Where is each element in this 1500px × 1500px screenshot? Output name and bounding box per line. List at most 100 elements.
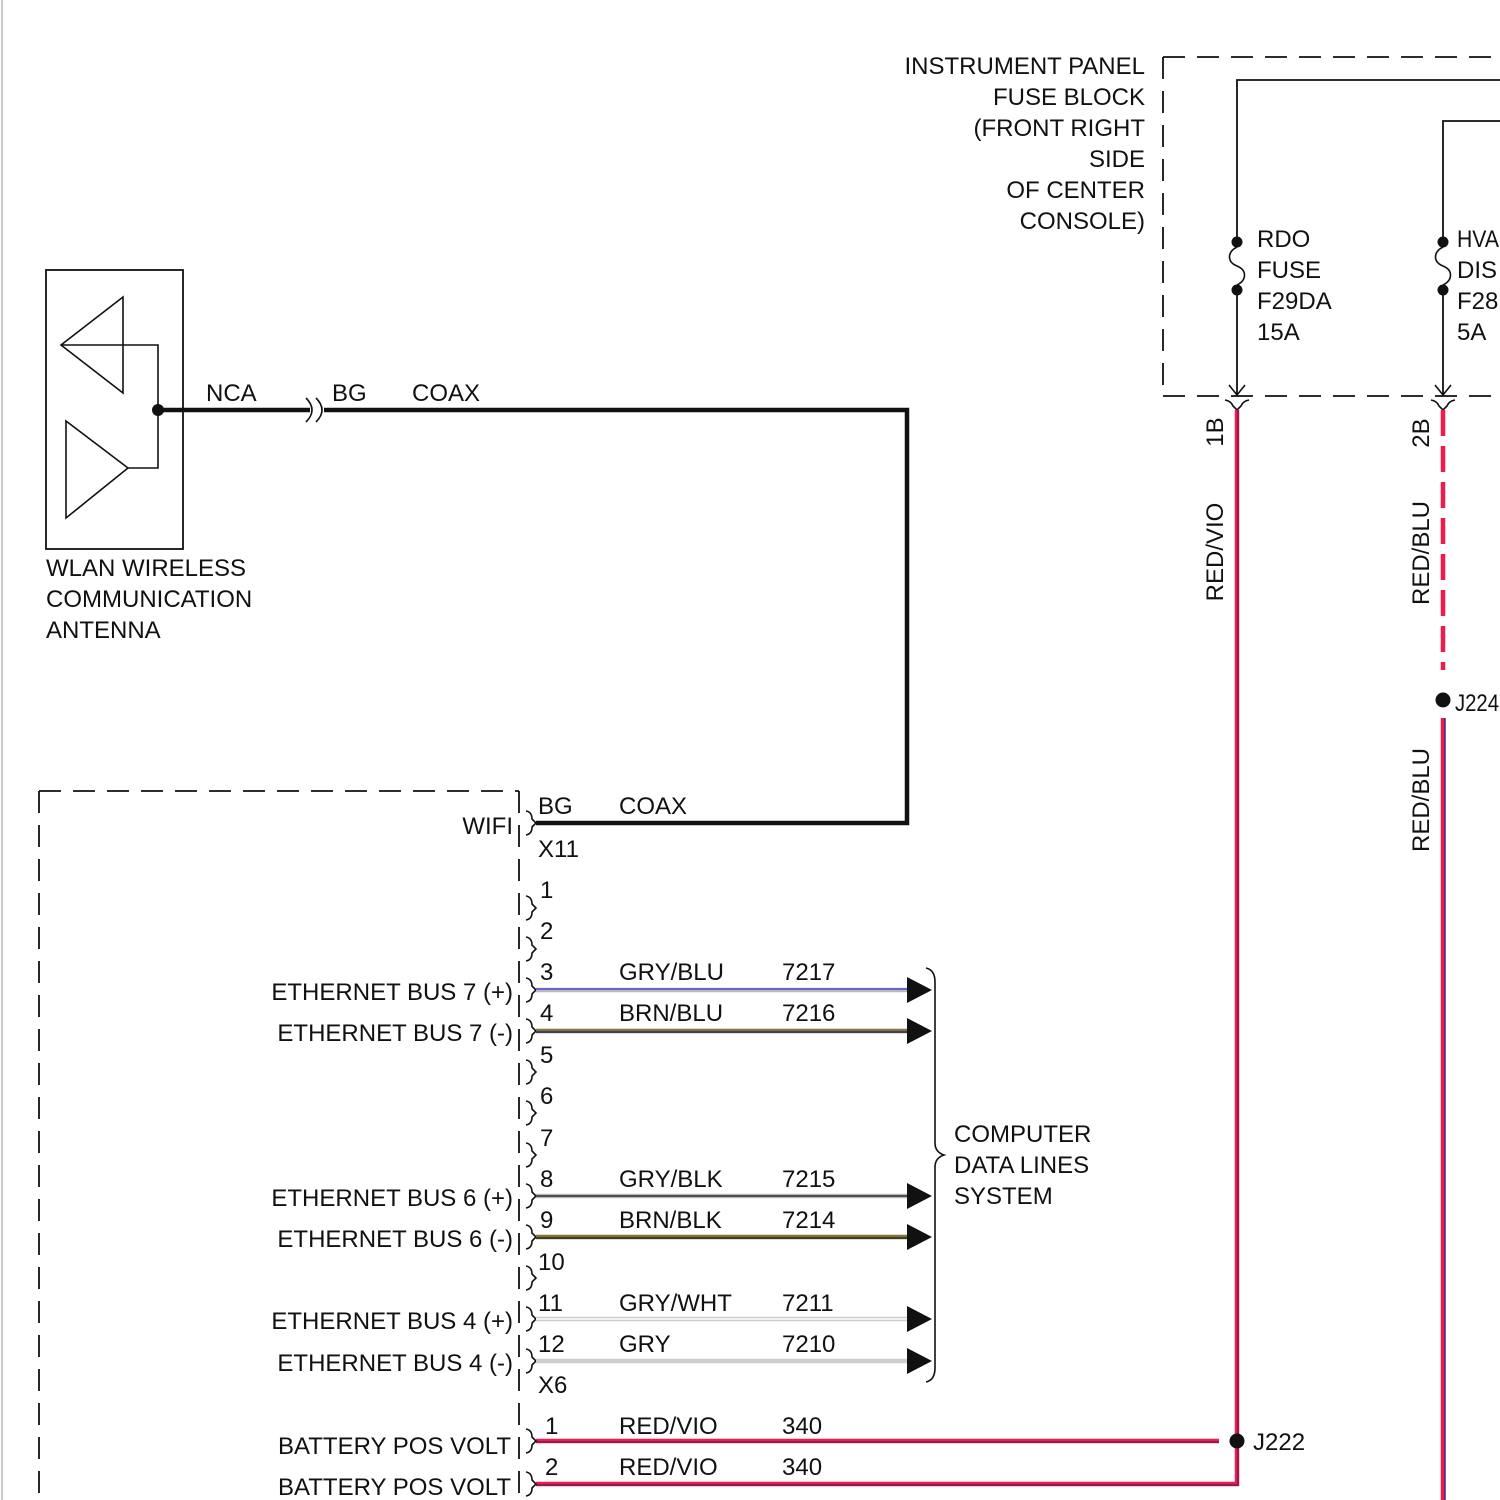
wire-color-label: BRN/BLU	[619, 1000, 723, 1027]
antenna-name-line: WLAN WIRELESS	[46, 555, 246, 582]
cavity-label: 1B	[1202, 417, 1229, 446]
ethernet-bus-4-minus: GRY 7210	[536, 1331, 932, 1374]
circuit-label: ETHERNET BUS 4 (-)	[277, 1350, 513, 1377]
fuse-block: INSTRUMENT PANEL FUSE BLOCK (FRONT RIGHT…	[905, 53, 1500, 852]
wire-color-label: RED/VIO	[619, 1454, 718, 1481]
pin-terminal-icon	[526, 1143, 536, 1167]
pin-number: 3	[540, 959, 553, 986]
radio-module: WIFI BG COAX X11 1 2 3 4 5 6 7 8 9 10 11…	[39, 791, 932, 1500]
connector-color-label: BG	[332, 380, 367, 407]
cable-type-label: COAX	[619, 793, 687, 820]
pin-number: 5	[540, 1042, 553, 1069]
circuit-label: ETHERNET BUS 4 (+)	[271, 1308, 513, 1335]
pin-number: 8	[540, 1166, 553, 1193]
fuse-label-line: DIS	[1457, 257, 1497, 284]
inline-connector-icon	[316, 398, 322, 422]
pin-number: 10	[538, 1249, 565, 1276]
pin-terminal-icon	[526, 1101, 536, 1125]
pin-number: 9	[540, 1207, 553, 1234]
fuse-label-line: F29DA	[1257, 288, 1332, 315]
splice-j222-dot	[1230, 1434, 1245, 1449]
fuse-block-title-line: INSTRUMENT PANEL	[905, 53, 1145, 80]
coax-cable	[324, 410, 907, 823]
wire-color-label: BRN/BLK	[619, 1207, 722, 1234]
circuit-number-label: 7210	[782, 1331, 835, 1358]
pin-number: 4	[540, 1000, 553, 1027]
fuse-rdo: RDO FUSE F29DA 15A 1B RED/VIO	[1202, 80, 1500, 601]
fuse-block-title-line: (FRONT RIGHT	[973, 115, 1145, 142]
wire-color-label: RED/BLU	[1408, 501, 1435, 605]
arrow-right-icon	[907, 1183, 932, 1209]
destination-label-line: COMPUTER	[954, 1121, 1091, 1148]
connector-id-label: X6	[538, 1372, 567, 1399]
cavity-label: 2B	[1408, 418, 1435, 447]
circuit-number-label: 7217	[782, 959, 835, 986]
pin-number: 1	[540, 877, 553, 904]
pin-terminal-icon	[526, 937, 536, 961]
wire-color-label: RED/VIO	[619, 1413, 718, 1440]
splice-j224-dot	[1436, 693, 1451, 708]
connector-color-label: BG	[538, 793, 573, 820]
pin-number: 6	[540, 1083, 553, 1110]
pin-number: 2	[540, 918, 553, 945]
splice-label: J222	[1253, 1429, 1305, 1456]
circuit-label: BATTERY POS VOLT	[278, 1433, 511, 1460]
pin-number: 7	[540, 1125, 553, 1152]
pin-number: 11	[538, 1290, 563, 1317]
connector-female-terminal-icon	[1225, 400, 1249, 410]
antenna-internal-lead	[61, 345, 158, 468]
arrow-right-icon	[907, 977, 932, 1003]
connector-female-terminal-icon	[1431, 400, 1455, 410]
splice-label: J224	[1455, 690, 1499, 717]
destination-label-line: SYSTEM	[954, 1183, 1053, 1210]
antenna-name-line: COMMUNICATION	[46, 586, 252, 613]
pin-terminal-icon	[526, 1184, 536, 1208]
pin-number: 2	[545, 1454, 558, 1481]
wire-color-label: GRY/BLK	[619, 1166, 723, 1193]
destination-label-line: DATA LINES	[954, 1152, 1089, 1179]
pin-terminal-icon	[526, 1019, 536, 1043]
fuse-block-title-line: OF CENTER	[1006, 177, 1145, 204]
pin-terminal-icon	[526, 1307, 536, 1331]
pin-terminal-icon	[526, 1266, 536, 1290]
wire-red-vio	[536, 410, 1237, 1484]
circuit-number-label: 7216	[782, 1000, 835, 1027]
antenna-element-lower-icon	[66, 421, 128, 518]
arrow-right-icon	[907, 1348, 932, 1374]
wire-color-label: GRY/BLU	[619, 959, 724, 986]
wire-vio-stripe	[536, 410, 1238, 1485]
circuit-label: ETHERNET BUS 7 (+)	[271, 979, 513, 1006]
circuit-number-label: 7215	[782, 1166, 835, 1193]
ethernet-bus-6-minus: BRN/BLK 7214	[536, 1207, 932, 1250]
pin-terminal-icon	[526, 896, 536, 920]
fuse-block-title-line: FUSE BLOCK	[993, 84, 1145, 111]
pin-terminal-icon	[526, 1472, 536, 1496]
circuit-number-label: 340	[782, 1454, 822, 1481]
circuit-label: BATTERY POS VOLT	[278, 1474, 511, 1500]
ethernet-bus-7-plus: GRY/BLU 7217	[536, 959, 932, 1003]
wire-color-label: RED/VIO	[1202, 503, 1229, 602]
fuse-label-line: 5A	[1457, 319, 1486, 346]
fuse-label-line: 15A	[1257, 319, 1300, 346]
fuse-label-line: FUSE	[1257, 257, 1321, 284]
antenna-name-line: ANTENNA	[46, 617, 161, 644]
fuse-terminal-dot	[1438, 237, 1449, 248]
ethernet-bus-7-minus: BRN/BLU 7216	[536, 1000, 932, 1044]
pin-terminal-icon	[526, 1225, 536, 1249]
circuit-label: ETHERNET BUS 6 (+)	[271, 1185, 513, 1212]
fuse-label-line: RDO	[1257, 226, 1310, 253]
connector-id-label: X11	[538, 836, 579, 863]
fuse-icon	[1436, 247, 1451, 285]
arrow-right-icon	[907, 1224, 932, 1250]
circuit-number-label: 7211	[782, 1290, 834, 1317]
pin-terminal-icon	[526, 1060, 536, 1084]
pigtail-label: NCA	[206, 380, 257, 407]
fuse-block-title-line: CONSOLE)	[1020, 208, 1145, 235]
arrow-right-icon	[907, 1018, 932, 1044]
red-blu-circuit: J224	[1436, 410, 1500, 1500]
fuse-feed-line	[1237, 80, 1500, 242]
circuit-number-label: 340	[782, 1413, 822, 1440]
circuit-label: ETHERNET BUS 6 (-)	[277, 1226, 513, 1253]
fuse-terminal-dot	[1232, 237, 1243, 248]
